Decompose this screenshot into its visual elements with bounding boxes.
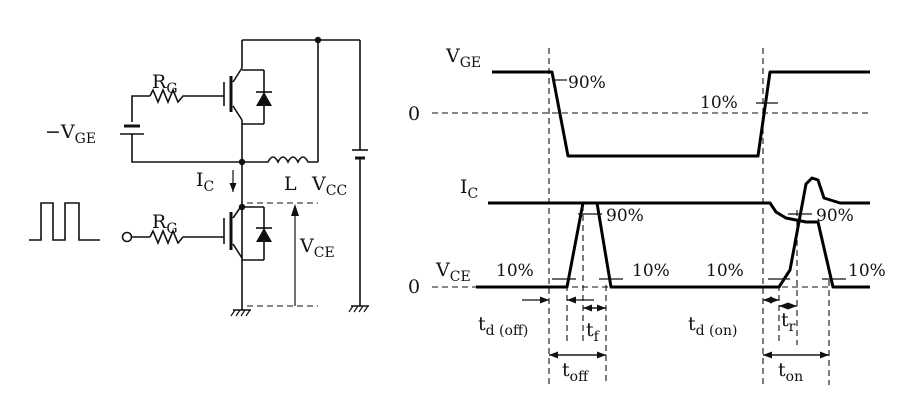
ground-symbol: [230, 309, 251, 317]
upper-igbt-symbol: [223, 40, 272, 310]
ic-waveform: [488, 176, 870, 289]
p90-ic-on-label: 90%: [816, 206, 854, 226]
rg-bottom-resistor: [149, 228, 185, 246]
tf-label: tf: [586, 319, 601, 345]
rg-top-resistor: [149, 87, 185, 105]
ic-label: IC: [196, 169, 214, 195]
ic-waveform-label: IC: [460, 176, 478, 202]
tr-label: tr: [781, 309, 796, 335]
gate-input-terminal: [121, 231, 133, 243]
toff-label: toff: [562, 359, 589, 385]
circuit-schematic: RG −VGE IC L VCC RG VCE: [29, 36, 369, 317]
switching-waveforms: VGE 0 IC VCE 0 90% 10% 90% 90% 10% 10% 1…: [408, 45, 886, 385]
vce-waveform: [476, 201, 870, 289]
vge-waveform: [492, 70, 870, 158]
p10-vge-label: 10%: [700, 93, 738, 113]
p10-ic-off-label: 10%: [632, 261, 670, 281]
inductor-L: [242, 156, 318, 164]
p90-vge-label: 90%: [568, 73, 606, 93]
vce-label: VCE: [299, 235, 335, 261]
zero-top-label: 0: [408, 103, 420, 125]
ton-label: ton: [778, 359, 803, 385]
vge-source-label: −VGE: [45, 121, 96, 147]
source-return: [131, 134, 242, 163]
rg-bottom-label: RG: [152, 211, 178, 237]
vcc-label: VCC: [311, 173, 347, 199]
zero-bottom-label: 0: [408, 276, 420, 298]
vce-waveform-label: VCE: [435, 259, 471, 285]
td-on-label: td (on): [688, 313, 737, 339]
p90-ic-off-label: 90%: [606, 206, 644, 226]
vge-waveform-label: VGE: [445, 45, 481, 71]
p10-ic-on-label: 10%: [848, 261, 886, 281]
vce-arrow-head: [291, 204, 299, 216]
vcc-battery-symbol: [348, 149, 369, 313]
vge-source-battery: [120, 124, 144, 135]
pulse-waveform-icon: [29, 202, 100, 241]
inductor-label: L: [284, 173, 297, 195]
vge-source-lead: [131, 95, 150, 122]
collector-dot: [238, 203, 246, 211]
p10-vce-left-label: 10%: [496, 261, 534, 281]
td-off-label: td (off): [478, 313, 528, 339]
lower-igbt-symbol: [223, 204, 272, 261]
p10-vce-mid-label: 10%: [706, 261, 744, 281]
rg-top-label: RG: [152, 71, 178, 97]
